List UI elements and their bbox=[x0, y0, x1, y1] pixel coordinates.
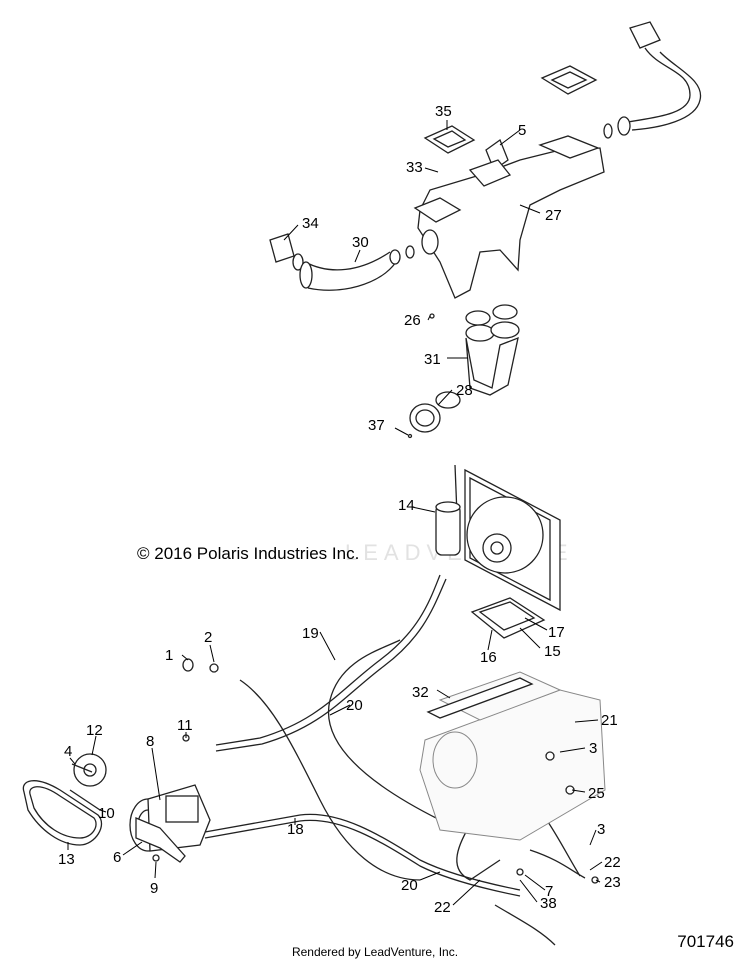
receiver-drier-14 bbox=[435, 501, 461, 556]
bolt-4 bbox=[71, 763, 93, 773]
diagram-number: 701746 bbox=[677, 932, 734, 951]
callout-37: 37 bbox=[368, 417, 385, 434]
callout-19: 19 bbox=[302, 625, 319, 642]
callout-13: 13 bbox=[58, 851, 75, 868]
duct-y-32 bbox=[465, 304, 520, 396]
o-ring-1 bbox=[182, 658, 194, 672]
copyright-notice: © 2016 Polaris Industries Inc. bbox=[137, 544, 360, 563]
bolt-9 bbox=[152, 854, 160, 862]
duct-hose-31 bbox=[299, 245, 415, 291]
hose-19-b bbox=[215, 578, 447, 752]
callout-32: 31 bbox=[424, 351, 441, 368]
pulley-12 bbox=[73, 753, 107, 787]
callout-38: 38 bbox=[540, 895, 557, 912]
callout-3: 3 bbox=[589, 740, 597, 757]
vent-35 bbox=[269, 233, 304, 271]
callout-9: 9 bbox=[150, 880, 158, 897]
callout-23: 22 bbox=[604, 854, 621, 871]
callout-30: 28 bbox=[456, 382, 473, 399]
bracket-16 bbox=[470, 597, 546, 639]
bolt-10 bbox=[69, 789, 101, 811]
condenser-assembly bbox=[454, 464, 561, 612]
vent-frame-top bbox=[540, 65, 598, 95]
callout-1: 1 bbox=[165, 647, 173, 664]
callout-31: 30 bbox=[352, 234, 369, 251]
screw-28 bbox=[429, 313, 435, 319]
clamp-3 bbox=[545, 751, 555, 761]
hose-38 bbox=[494, 904, 556, 946]
callout-35: 34 bbox=[302, 215, 319, 232]
callout-22: 20 bbox=[401, 877, 418, 894]
callout-labels: 35 5 33 27 34 30 26 31 28 37 14 17 15 16… bbox=[58, 103, 621, 916]
callout-11: 11 bbox=[177, 717, 193, 734]
callout-5: 5 bbox=[518, 122, 526, 139]
callout-36: 35 bbox=[435, 103, 452, 120]
callout-34: 33 bbox=[406, 159, 423, 176]
leader-lines bbox=[67, 120, 603, 906]
hose-18-b bbox=[204, 819, 521, 897]
callout-6: 6 bbox=[113, 849, 121, 866]
hose-23 bbox=[529, 849, 586, 879]
rendered-by-footer: Rendered by LeadVenture, Inc. bbox=[291, 945, 459, 959]
callout-27: 25 bbox=[588, 785, 605, 802]
vent-frame-33 bbox=[426, 677, 534, 719]
hose-22 bbox=[239, 679, 421, 881]
callout-16: 16 bbox=[480, 649, 497, 666]
callout-12: 12 bbox=[86, 722, 103, 739]
duct-ring-30 bbox=[409, 391, 461, 433]
callout-4: 4 bbox=[64, 743, 72, 760]
callout-10: 10 bbox=[98, 805, 115, 822]
callout-25: 22 bbox=[434, 899, 451, 916]
callout-28: 26 bbox=[404, 312, 421, 329]
callout-26: 23 bbox=[604, 874, 621, 891]
plenum-housing-29 bbox=[413, 135, 605, 299]
callout-8: 7 bbox=[545, 883, 553, 900]
callout-3-lower: 3 bbox=[597, 821, 605, 838]
callout-2: 2 bbox=[204, 629, 212, 646]
drive-belt-13 bbox=[22, 780, 103, 846]
callout-21: 21 bbox=[601, 712, 618, 729]
callout-33: 32 bbox=[412, 684, 429, 701]
callout-29: 27 bbox=[545, 207, 562, 224]
screw-26 bbox=[591, 876, 599, 884]
duct-vent-top-right bbox=[603, 21, 702, 139]
hose-18 bbox=[204, 813, 521, 891]
callout-18: 18 bbox=[287, 821, 304, 838]
vent-frame-36 bbox=[423, 125, 476, 154]
bracket-6 bbox=[135, 817, 186, 863]
hose-3-lower bbox=[547, 821, 581, 877]
callout-20: 20 bbox=[346, 697, 363, 714]
callout-15: 15 bbox=[544, 643, 561, 660]
fitting-2 bbox=[209, 663, 219, 673]
callout-7: 8 bbox=[146, 733, 154, 750]
callout-14: 14 bbox=[398, 497, 415, 514]
callout-17: 17 bbox=[548, 624, 565, 641]
hose-19 bbox=[215, 574, 441, 746]
screw-37 bbox=[407, 433, 413, 439]
fitting-8 bbox=[516, 868, 524, 876]
